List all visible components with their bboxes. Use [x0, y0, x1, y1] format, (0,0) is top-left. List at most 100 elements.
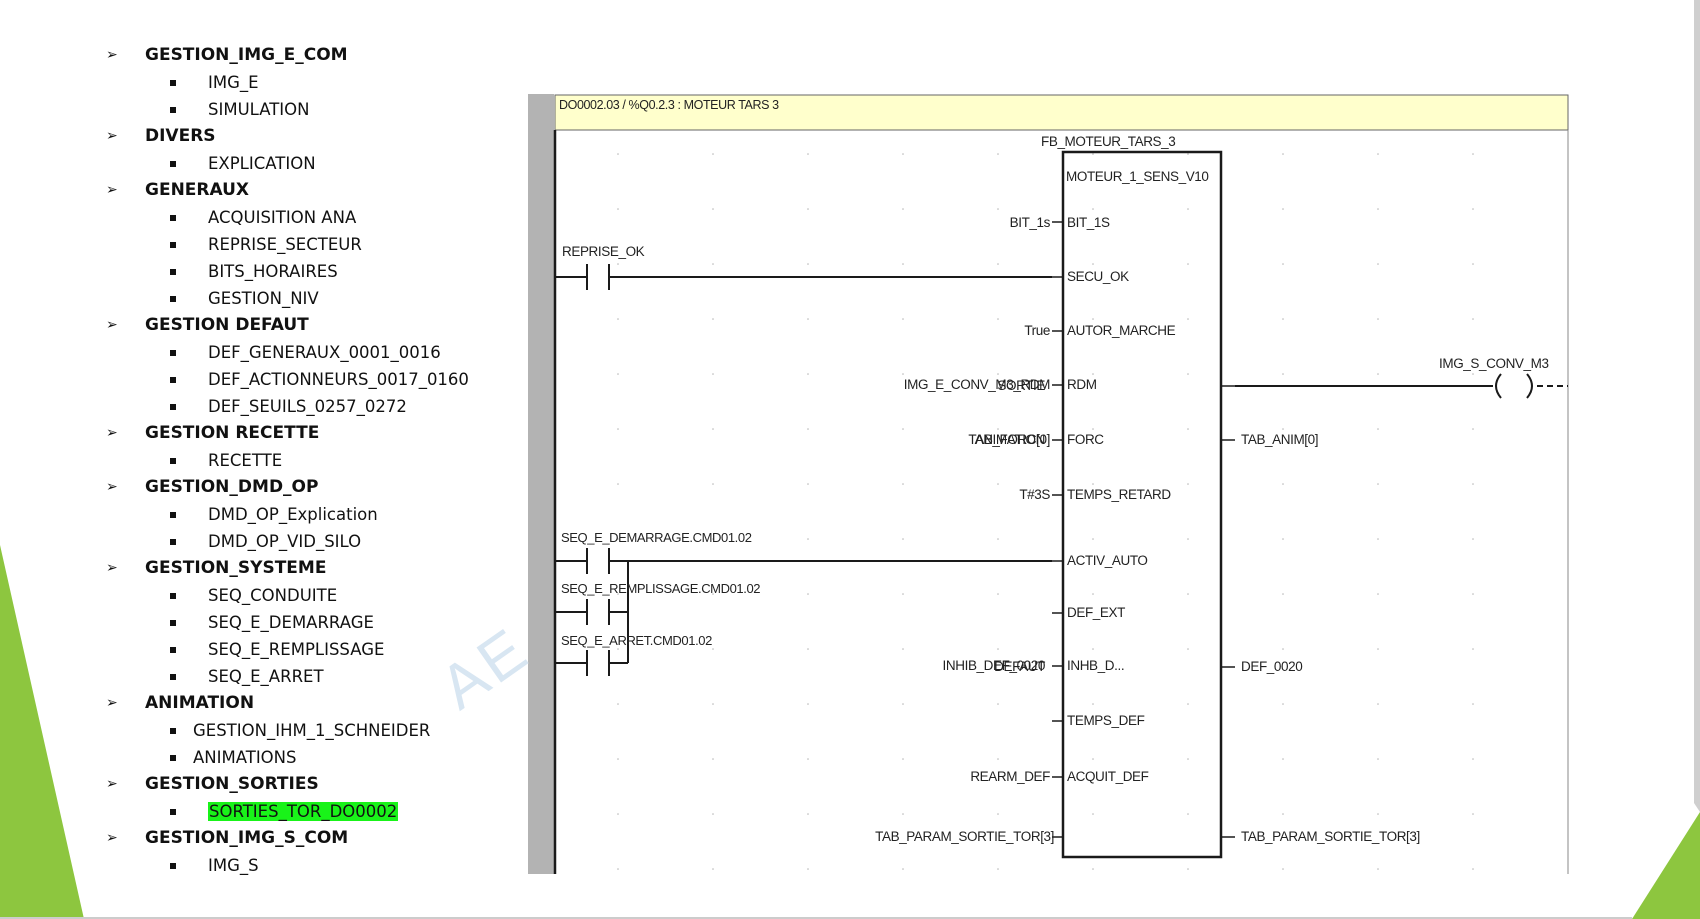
grid-dot	[1472, 758, 1474, 760]
grid-dot	[902, 428, 904, 430]
grid-dot	[1187, 318, 1189, 320]
grid-dot	[1282, 373, 1284, 375]
grid-dot	[1282, 593, 1284, 595]
outline-item-label: DMD_OP_VID_SILO	[208, 532, 362, 551]
outline-item[interactable]: REPRISE_SECTEUR	[100, 231, 520, 258]
grid-dot	[1092, 208, 1094, 210]
outline-item[interactable]: SEQ_CONDUITE	[100, 582, 520, 609]
fb-input-var-param: TAB_PARAM_SORTIE_TOR[3]	[875, 829, 1054, 844]
grid-dot	[807, 263, 809, 265]
grid-dot	[1377, 593, 1379, 595]
grid-dot	[807, 758, 809, 760]
grid-dot	[902, 263, 904, 265]
outline-item[interactable]: DEF_ACTIONNEURS_0017_0160	[100, 366, 520, 393]
outline-item[interactable]: SIMULATION	[100, 96, 520, 123]
slide-edge-bar	[1694, 0, 1700, 812]
contact-label-seq-e-arret: SEQ_E_ARRET.CMD01.02	[561, 633, 712, 648]
grid-dot	[1282, 813, 1284, 815]
outline-item[interactable]: SORTIES_TOR_DO0002	[100, 798, 520, 825]
outline-item[interactable]: GESTION_NIV	[100, 285, 520, 312]
grid-dot	[1092, 373, 1094, 375]
grid-dot	[617, 263, 619, 265]
fb-pin-autor-marche: AUTOR_MARCHE	[1067, 323, 1176, 338]
outline-item[interactable]: EXPLICATION	[100, 150, 520, 177]
square-bullet-icon	[170, 539, 176, 545]
fb-pin-rdm: RDM	[1067, 377, 1097, 392]
outline-section[interactable]: ➢GESTION_IMG_S_COM	[100, 825, 520, 852]
grid-dot	[1092, 428, 1094, 430]
grid-dot	[1187, 428, 1189, 430]
grid-dot	[617, 208, 619, 210]
grid-dot	[1377, 648, 1379, 650]
outline-section[interactable]: ➢GESTION_SORTIES	[100, 771, 520, 798]
grid-dot	[997, 428, 999, 430]
outline-item[interactable]: DEF_GENERAUX_0001_0016	[100, 339, 520, 366]
grid-dot	[712, 703, 714, 705]
outline-section[interactable]: ➢GESTION DEFAUT	[100, 312, 520, 339]
grid-dot	[997, 263, 999, 265]
grid-dot	[1282, 153, 1284, 155]
outline-item[interactable]: ACQUISITION ANA	[100, 204, 520, 231]
square-bullet-icon	[170, 620, 176, 626]
grid-dot	[1282, 703, 1284, 705]
grid-dot	[1187, 373, 1189, 375]
arrow-bullet-icon: ➢	[106, 830, 118, 846]
rung-header-label: DO0002.03 / %Q0.2.3 : MOTEUR TARS 3	[559, 98, 779, 112]
outline-section[interactable]: ➢GESTION_DMD_OP	[100, 474, 520, 501]
outline-section[interactable]: ➢GESTION RECETTE	[100, 420, 520, 447]
fb-input-var-inhb-d: INHIB_DEF_0020	[942, 658, 1046, 673]
outline-item[interactable]: SEQ_E_DEMARRAGE	[100, 609, 520, 636]
fb-input-var-autor-marche: True	[1024, 323, 1050, 338]
fb-pin-sortie: SORTIE	[997, 378, 1045, 393]
outline-item[interactable]: IMG_S	[100, 852, 520, 879]
grid-dot	[1187, 703, 1189, 705]
outline-item[interactable]: DEF_SEUILS_0257_0272	[100, 393, 520, 420]
outline-item[interactable]: ANIMATIONS	[100, 744, 520, 771]
outline-item[interactable]: RECETTE	[100, 447, 520, 474]
outline-section[interactable]: ➢DIVERS	[100, 123, 520, 150]
grid-dot	[1377, 318, 1379, 320]
coil-label-img-s-conv-m3: IMG_S_CONV_M3	[1439, 356, 1549, 371]
grid-dot	[807, 483, 809, 485]
grid-dot	[1472, 538, 1474, 540]
outline-section[interactable]: ➢ANIMATION	[100, 690, 520, 717]
grid-dot	[997, 868, 999, 870]
outline-item[interactable]: IMG_E	[100, 69, 520, 96]
grid-dot	[997, 593, 999, 595]
arrow-bullet-icon: ➢	[106, 479, 118, 495]
fb-pin-temps-def: TEMPS_DEF	[1067, 713, 1145, 728]
fb-pin-bit-1s: BIT_1S	[1067, 215, 1110, 230]
outline-section[interactable]: ➢GENERAUX	[100, 177, 520, 204]
grid-dot	[1282, 483, 1284, 485]
grid-dot	[807, 538, 809, 540]
fb-instance-name: FB_MOTEUR_TARS_3	[1041, 134, 1176, 149]
outline-item[interactable]: DMD_OP_Explication	[100, 501, 520, 528]
grid-dot	[1187, 868, 1189, 870]
grid-dot	[1377, 208, 1379, 210]
coil-right-arc	[1526, 373, 1533, 399]
accent-triangle-right	[1632, 812, 1700, 919]
outline-item[interactable]: SEQ_E_REMPLISSAGE	[100, 636, 520, 663]
grid-dot	[902, 208, 904, 210]
square-bullet-icon	[170, 350, 176, 356]
outline-item-label: GESTION_NIV	[208, 289, 319, 308]
fb-pin-forc: FORC	[1067, 432, 1104, 447]
outline-item-label: DEF_ACTIONNEURS_0017_0160	[208, 370, 469, 389]
outline-item[interactable]: DMD_OP_VID_SILO	[100, 528, 520, 555]
contact-label-seq-e-demarrage: SEQ_E_DEMARRAGE.CMD01.02	[561, 530, 752, 545]
outline-item[interactable]: GESTION_IHM_1_SCHNEIDER	[100, 717, 520, 744]
contact-label-seq-e-remplissage: SEQ_E_REMPLISSAGE.CMD01.02	[561, 581, 761, 596]
outline-item[interactable]: BITS_HORAIRES	[100, 258, 520, 285]
grid-dot	[712, 208, 714, 210]
grid-dot	[1377, 758, 1379, 760]
square-bullet-icon	[170, 80, 176, 86]
fb-output-var-defaut: DEF_0020	[1241, 659, 1303, 674]
grid-dot	[1472, 263, 1474, 265]
grid-dot	[712, 538, 714, 540]
outline-section[interactable]: ➢GESTION_SYSTEME	[100, 555, 520, 582]
outline-section-title: DIVERS	[145, 126, 216, 146]
outline-section[interactable]: ➢GESTION_IMG_E_COM	[100, 42, 520, 69]
grid-dot	[617, 703, 619, 705]
fb-input-var-temps-retard: T#3S	[1019, 487, 1050, 502]
outline-item[interactable]: SEQ_E_ARRET	[100, 663, 520, 690]
